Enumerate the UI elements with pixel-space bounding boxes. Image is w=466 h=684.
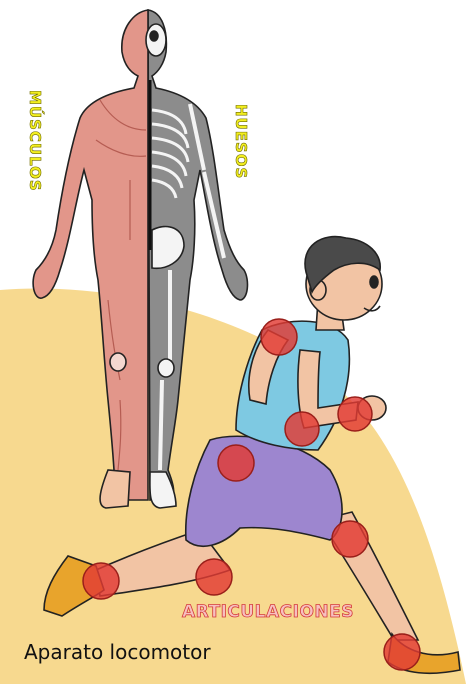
joint-marker-hip — [218, 445, 254, 481]
joint-marker-ankle-front — [384, 634, 420, 670]
joint-marker-elbow-back — [285, 412, 319, 446]
caption: Aparato locomotor — [24, 640, 211, 664]
muscles-label: MÚSCULOS — [26, 90, 44, 192]
bones-label: HUESOS — [232, 104, 250, 179]
joint-marker-knee-front — [332, 521, 368, 557]
joints-label: ARTICULACIONES — [182, 602, 354, 622]
joint-marker-elbow-front — [338, 397, 372, 431]
joint-marker-knee-back — [196, 559, 232, 595]
joint-marker-shoulder — [261, 319, 297, 355]
joint-marker-ankle-back — [83, 563, 119, 599]
